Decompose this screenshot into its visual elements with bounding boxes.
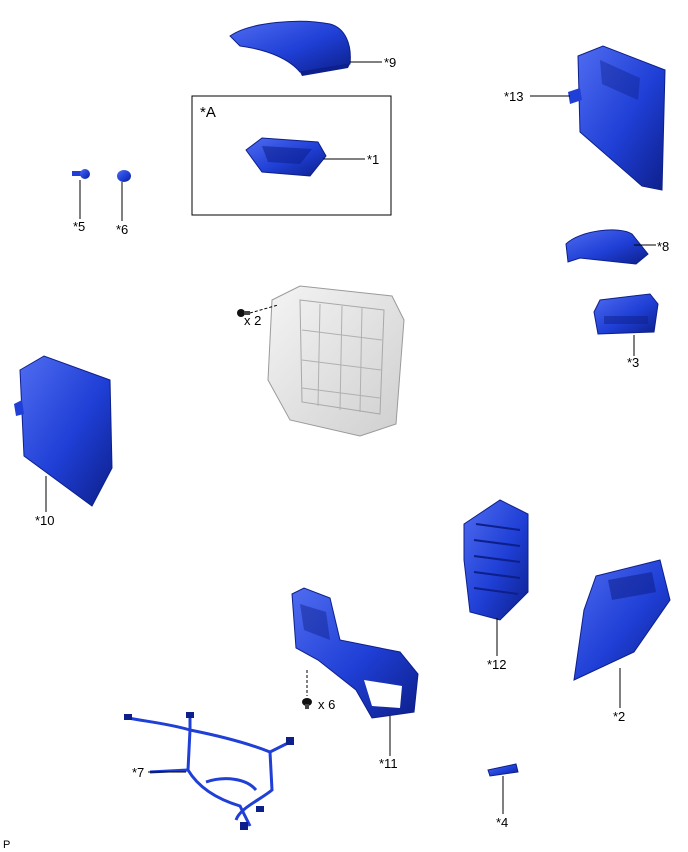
quantity-bolt-bottom: x 6 <box>318 697 336 712</box>
corner-mark: P <box>3 839 11 851</box>
callout-9: *9 <box>384 55 397 70</box>
callout-3: *3 <box>627 355 640 370</box>
part-11-bracket <box>291 587 419 719</box>
part-13-side-panel <box>568 45 666 191</box>
box-label-a: *A <box>200 104 216 121</box>
callout-12: *12 <box>487 657 507 672</box>
harness-connectors <box>124 712 294 830</box>
part-5-clip <box>72 169 90 179</box>
part-10-side-panel <box>14 355 113 507</box>
callout-13: *13 <box>504 89 524 104</box>
part-2-rear-panel <box>573 559 671 681</box>
part-3-switch-panel <box>593 293 659 335</box>
callout-8: *8 <box>657 239 670 254</box>
bolt-top-icon <box>237 309 250 317</box>
quantity-bolt-top: x 2 <box>244 313 262 328</box>
callout-4: *4 <box>496 815 509 830</box>
part-7-wire-harness <box>127 716 291 827</box>
callout-1: *1 <box>367 152 380 167</box>
callout-2: *2 <box>613 709 626 724</box>
part-4-clip <box>487 763 519 777</box>
callout-11: *11 <box>379 756 398 771</box>
part-8-cover <box>565 229 649 265</box>
bolt-bottom-icon <box>302 698 312 709</box>
part-9-armrest-lid <box>229 20 351 76</box>
console-box-housing <box>267 285 405 437</box>
part-12-rear-cover <box>463 499 529 621</box>
part-6-clip <box>117 170 131 182</box>
part-1-tray <box>245 137 327 177</box>
callout-6: *6 <box>116 222 129 237</box>
callout-7: *7 <box>132 765 145 780</box>
callout-10: *10 <box>35 513 55 528</box>
subassembly-box-a <box>191 95 392 216</box>
callout-5: *5 <box>73 219 86 234</box>
